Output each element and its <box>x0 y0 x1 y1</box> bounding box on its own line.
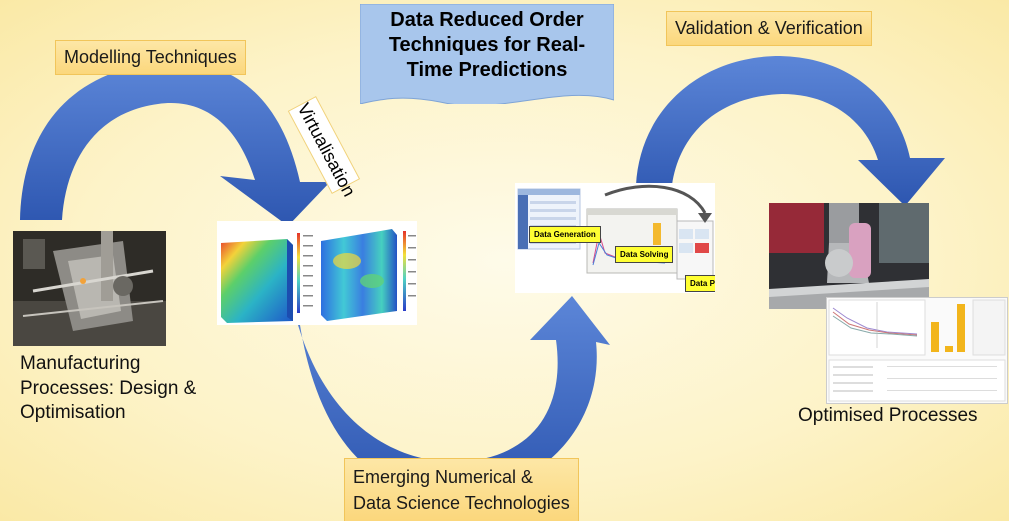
data-solving-tag: Data Solving <box>615 246 674 263</box>
optimised-processes-caption: Optimised Processes <box>798 405 978 426</box>
optimisation-dashboard-image <box>826 297 1008 404</box>
banner-line: Techniques for Real- <box>388 34 586 56</box>
banner-line: Time Predictions <box>406 59 568 81</box>
emerging-line: Data Science Technologies <box>353 493 570 514</box>
robot-illustration <box>769 203 929 309</box>
caption-line: Optimisation <box>20 402 126 424</box>
emerging-line: Emerging Numerical & <box>353 467 534 487</box>
banner-shape <box>360 4 614 104</box>
manufacturing-caption: Manufacturing Processes: Design & Optimi… <box>20 352 196 426</box>
title-banner: Data Reduced Order Techniques for Real- … <box>360 4 614 104</box>
banner-line: Data Reduced Order <box>390 9 584 31</box>
dashboard-screen <box>827 298 1007 403</box>
data-prediction-tag: Data Prediction <box>685 275 715 292</box>
machine-illustration <box>13 231 166 346</box>
modelling-techniques-label: Modelling Techniques <box>55 40 246 75</box>
fem-contour-plots <box>221 229 416 323</box>
manufacturing-photo <box>13 231 166 346</box>
data-generation-tag: Data Generation <box>529 226 601 243</box>
curved-arrow-icon <box>298 296 610 497</box>
caption-line: Manufacturing <box>20 353 141 374</box>
caption-line: Processes: Design & <box>20 377 197 399</box>
banner-title: Data Reduced Order Techniques for Real- … <box>360 8 614 83</box>
data-workflow-image: Data Generation Data Solving Data Predic… <box>515 183 715 293</box>
emerging-technologies-label: Emerging Numerical & Data Science Techno… <box>344 458 579 521</box>
welding-robot-photo <box>769 203 929 309</box>
validation-verification-label: Validation & Verification <box>666 11 872 46</box>
curved-arrow-icon <box>636 56 945 206</box>
curved-arrow-icon <box>20 61 330 226</box>
simulation-result-image <box>217 221 417 325</box>
